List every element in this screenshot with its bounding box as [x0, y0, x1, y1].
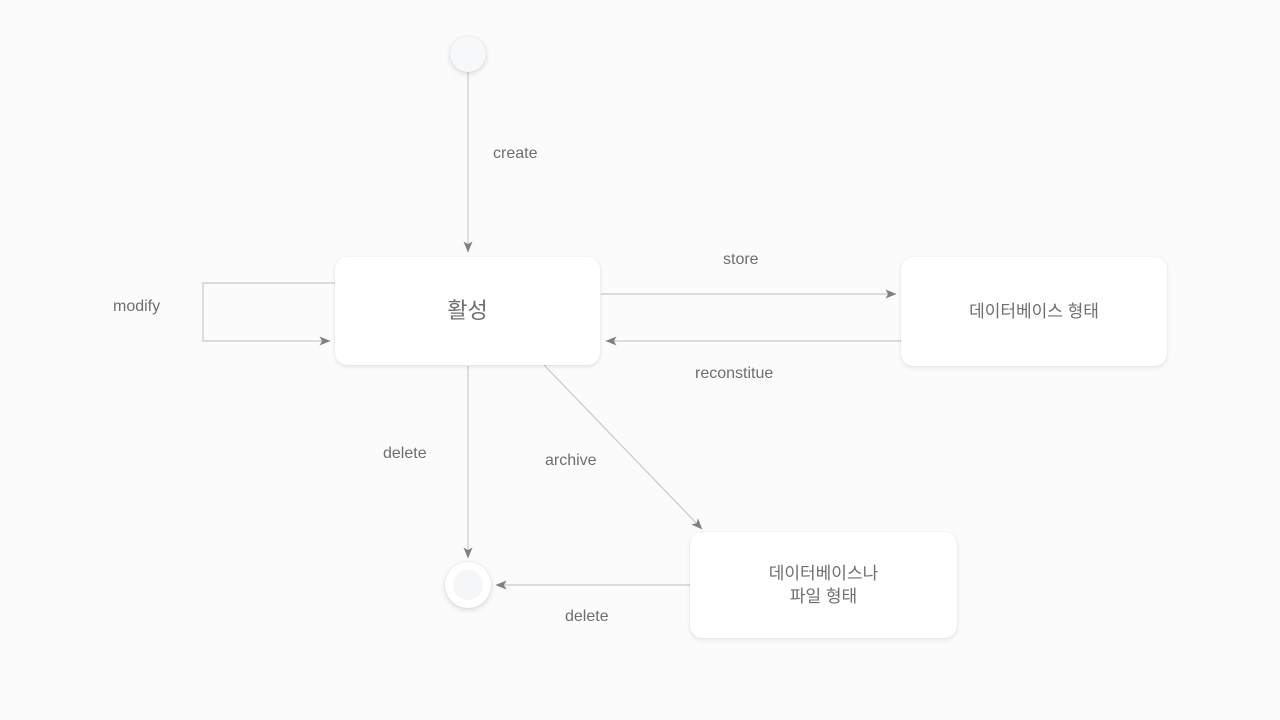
edge-label-store: store — [723, 251, 759, 268]
edge-label-delete-archive: delete — [565, 608, 609, 625]
edge-label-archive: archive — [545, 452, 597, 469]
edge-modify — [202, 282, 336, 346]
state-node-archive[interactable]: 데이터베이스나 파일 형태 — [690, 532, 957, 638]
edge-archive — [543, 364, 703, 530]
final-state-inner-circle — [453, 570, 483, 600]
state-node-active[interactable]: 활성 — [335, 257, 600, 365]
initial-state-node[interactable] — [450, 36, 486, 72]
edge-label-create: create — [493, 145, 538, 162]
final-state-node[interactable] — [445, 562, 491, 608]
edge-label-delete-active: delete — [383, 445, 427, 462]
state-node-active-label: 활성 — [447, 297, 488, 323]
edge-label-modify: modify — [113, 298, 161, 315]
state-node-archive-label: 데이터베이스나 파일 형태 — [768, 563, 879, 606]
state-node-database[interactable]: 데이터베이스 형태 — [901, 257, 1167, 366]
edge-label-reconstitue: reconstitue — [695, 365, 774, 382]
state-node-database-label: 데이터베이스 형태 — [969, 301, 1099, 321]
